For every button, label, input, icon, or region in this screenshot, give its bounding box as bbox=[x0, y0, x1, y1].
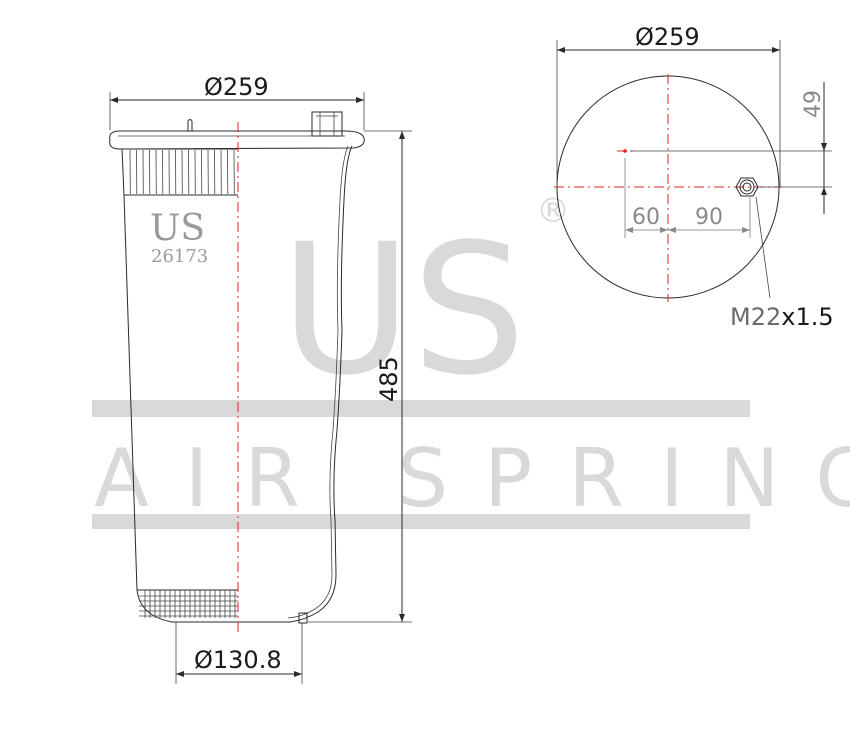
dim-vertical-offset: 49 bbox=[630, 82, 832, 214]
watermark-bar-bottom bbox=[92, 514, 750, 529]
dim-offset-right-text: 90 bbox=[695, 205, 723, 230]
watermark-logo: US bbox=[280, 206, 526, 415]
thread-port-inner bbox=[742, 182, 752, 192]
dim-vertical-offset-text: 49 bbox=[801, 90, 826, 118]
dim-height: 485 bbox=[308, 130, 412, 623]
dim-horizontal-offsets: 60 90 bbox=[624, 158, 751, 238]
watermark-brand: AIR SPRING bbox=[94, 432, 850, 525]
air-fitting bbox=[311, 111, 343, 137]
top-plate bbox=[109, 130, 365, 150]
side-label-part: 26173 bbox=[151, 246, 208, 267]
dim-offset-left-text: 60 bbox=[632, 205, 660, 230]
dim-top-view-diameter: Ø259 bbox=[556, 23, 781, 187]
watermark-bar-top bbox=[92, 400, 750, 417]
piston-bottom-fitting bbox=[298, 612, 308, 624]
dim-tv-diameter-text: Ø259 bbox=[635, 23, 700, 51]
side-label-brand: US bbox=[150, 208, 205, 249]
bellow-ribs bbox=[122, 148, 238, 196]
thread-port-outer bbox=[739, 179, 755, 195]
bellow-outline-right bbox=[238, 145, 353, 623]
top-view: Ø259 49 60 90 M22x1.5 bbox=[554, 23, 834, 331]
piston-grid bbox=[137, 589, 238, 618]
dim-top-diameter-text: Ø259 bbox=[204, 73, 269, 101]
watermark: US ® AIR SPRING bbox=[92, 191, 850, 529]
watermark-registered: ® bbox=[536, 191, 570, 231]
dim-bottom-diameter: Ø130.8 bbox=[175, 622, 303, 684]
thread-port bbox=[735, 177, 759, 197]
thread-port-hex bbox=[735, 177, 759, 197]
thread-callout: M22x1.5 bbox=[730, 196, 834, 331]
bellow-wall-inner bbox=[287, 145, 349, 619]
side-view: US 26173 Ø259 485 Ø130.8 bbox=[109, 73, 412, 684]
stud bbox=[187, 119, 193, 131]
dim-height-text: 485 bbox=[375, 356, 403, 402]
dim-top-diameter: Ø259 bbox=[109, 73, 365, 130]
thread-callout-text: M22x1.5 bbox=[730, 303, 834, 331]
dim-bottom-diameter-text: Ø130.8 bbox=[194, 646, 282, 674]
thread-size-text: M22 bbox=[730, 303, 781, 331]
thread-pitch-text: x1.5 bbox=[781, 303, 833, 331]
thread-leader-line bbox=[755, 196, 771, 299]
